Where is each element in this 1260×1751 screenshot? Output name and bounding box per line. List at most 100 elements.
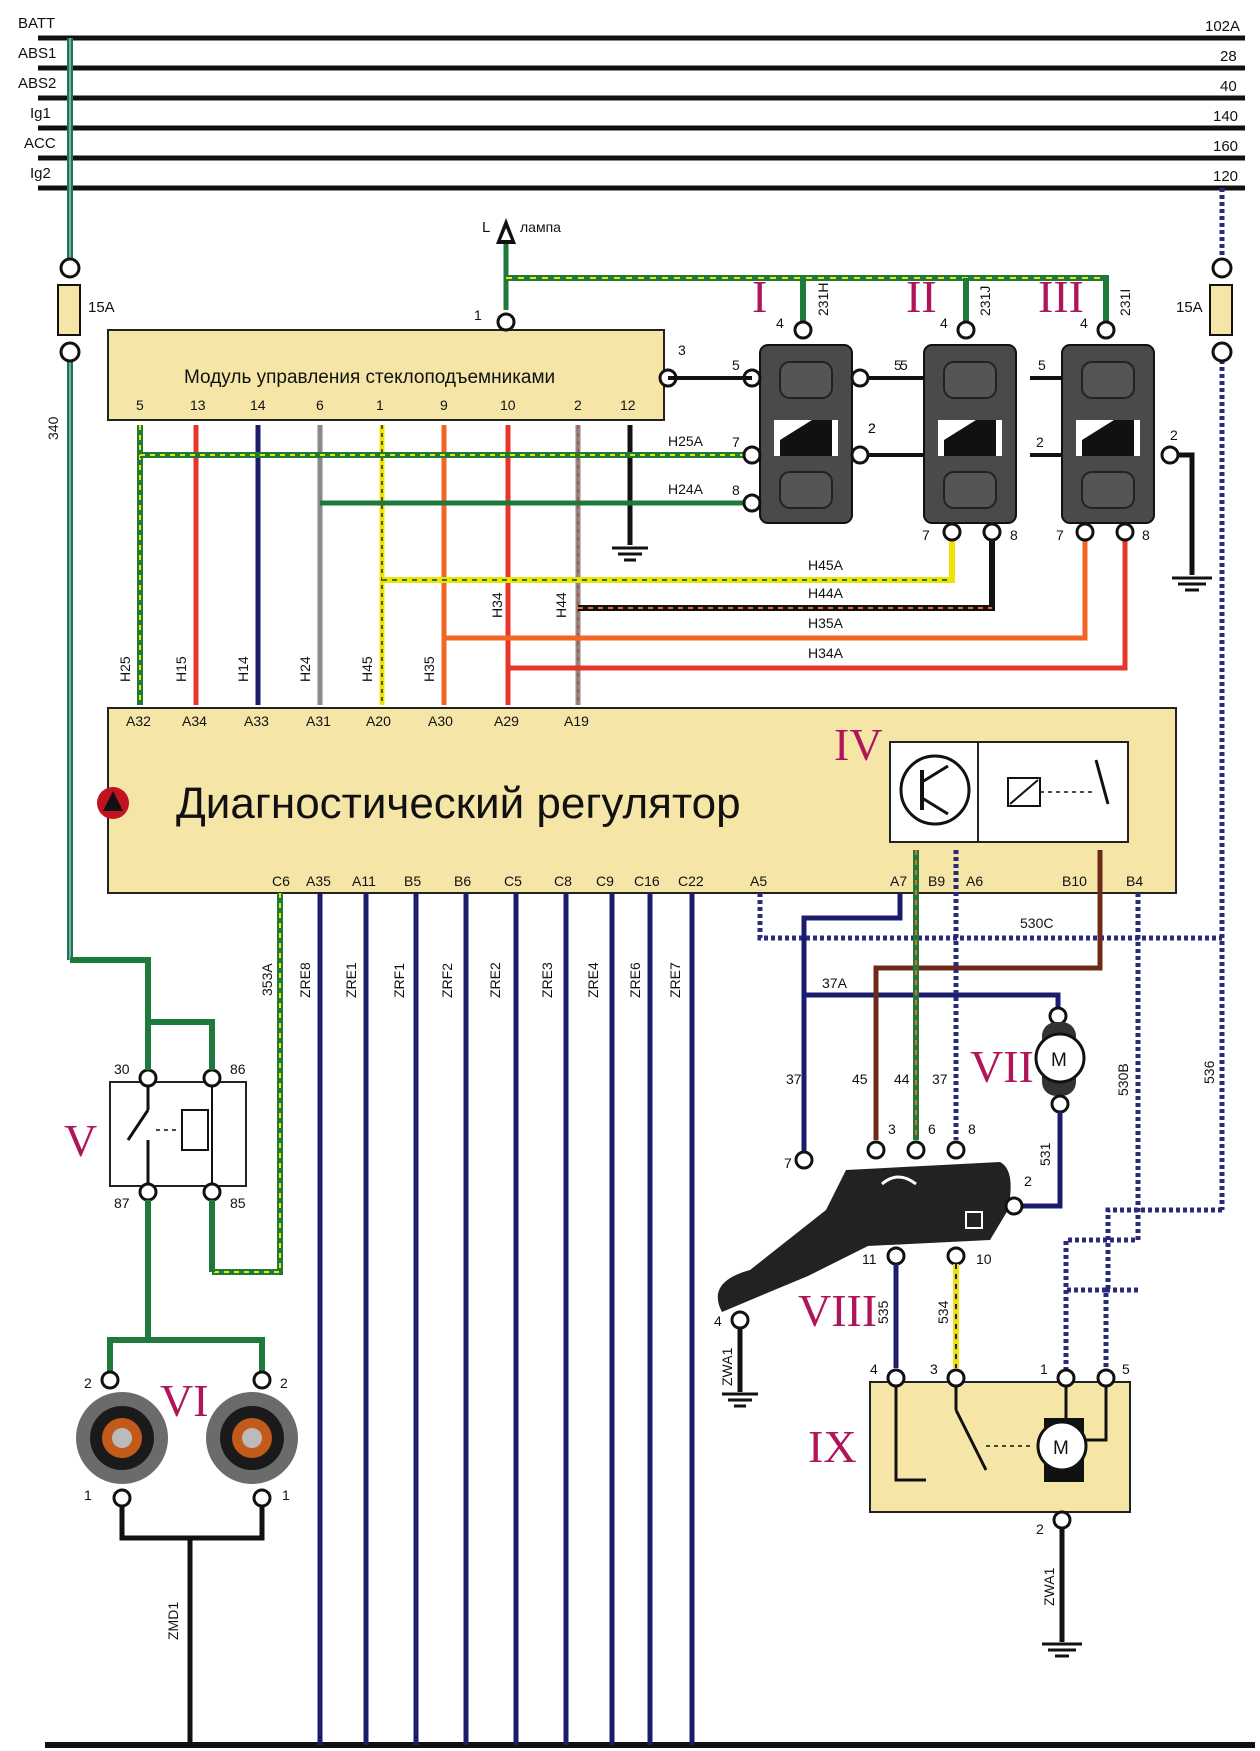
wire-label: H44A	[808, 585, 844, 601]
bus-abs1: ABS1 28	[18, 45, 1245, 71]
wire-label: 45	[852, 1071, 868, 1087]
wire-label: H45	[359, 656, 375, 682]
stalk-pin: 7	[784, 1155, 792, 1171]
regulator-pin: A30	[428, 713, 453, 729]
stalk-pin: 2	[1024, 1173, 1032, 1189]
relay-pin: 87	[114, 1195, 130, 1211]
horn-pin: 2	[280, 1375, 288, 1391]
switch-pin: 2	[1170, 427, 1178, 443]
motor-pin: 2	[1036, 1521, 1044, 1537]
lamp-indicator: L лампа	[482, 218, 1109, 322]
bus-value: 102A	[1205, 18, 1240, 35]
bus-value: 140	[1213, 108, 1238, 125]
bus-acc: ACC 160	[24, 135, 1245, 161]
relay-pin: 30	[114, 1061, 130, 1077]
module-pin: 14	[250, 397, 266, 413]
transistor-relay-icon	[889, 741, 1129, 843]
wire-label: ZMD1	[165, 1602, 181, 1640]
wiper-wiring: 530C 37A 37 45 44 37 530B 536	[757, 850, 1222, 1370]
bus-value: 160	[1213, 138, 1238, 155]
switch-roman: II	[906, 271, 937, 322]
bus-batt: BATT 102A	[18, 15, 1245, 41]
bus-label: Ig1	[30, 105, 51, 122]
horn-pin: 1	[84, 1487, 92, 1503]
window-module: Модуль управления стеклоподъемниками 1 3…	[107, 307, 686, 421]
fuse-rating: 15A	[1176, 299, 1203, 316]
bus-label: ABS2	[18, 75, 56, 92]
regulator-pin: B4	[1126, 873, 1143, 889]
module-regulator-wires: H25A H24A H45A H44A H35A H34A H25 H15 H1…	[117, 425, 1128, 705]
wire-label: 37	[932, 1071, 948, 1087]
diagnostic-regulator: Диагностический регулятор IV A32 A34 A33…	[97, 707, 1177, 894]
wire-label: ZRE6	[627, 962, 643, 998]
motor-roman: VII	[970, 1041, 1034, 1092]
module-pin: 12	[620, 397, 636, 413]
wire-label: 37	[786, 1071, 802, 1087]
switch-pin: 2	[868, 420, 876, 436]
fuse-left: 15A	[57, 257, 115, 363]
module-pin: 13	[190, 397, 206, 413]
switch-pin: 2	[868, 420, 876, 436]
bus-label: Ig2	[30, 165, 51, 182]
wire-label: ZRE4	[585, 962, 601, 998]
motor-pin: 4	[870, 1361, 878, 1377]
power-buses: BATT 102A ABS1 28 ABS2 40 Ig1 140 ACC 16…	[18, 15, 1245, 191]
switch-pin: 8	[1142, 527, 1150, 543]
switch-pin: 5	[732, 357, 740, 373]
wire-label: H34A	[808, 645, 844, 661]
switch-pin: 8	[1010, 527, 1018, 543]
regulator-pin: A35	[306, 873, 331, 889]
washer-icon	[965, 1211, 983, 1229]
regulator-pin: C5	[504, 873, 522, 889]
wire-353a: 353A	[212, 893, 283, 1275]
module-pin: 9	[440, 397, 448, 413]
bus-value: 28	[1220, 48, 1237, 65]
module-title: Модуль управления стеклоподъемниками	[184, 367, 555, 388]
module-pin: 1	[474, 307, 482, 323]
regulator-bottom-pins: C6 A35 A11 B5 B6 C5 C8 C9 C16 C22 A5 A7 …	[272, 873, 1143, 889]
horn-relay: V 30 86 87 85	[64, 1019, 247, 1340]
module-bottom-pins: 5 13 14 6 1 9 10 2 12	[136, 397, 636, 413]
wire-340: 340	[45, 38, 151, 1020]
wire-label: 536	[1201, 1060, 1217, 1084]
wire-label: ZRF1	[391, 963, 407, 998]
bus-label: ABS1	[18, 45, 56, 62]
switch-pin: 7	[922, 527, 930, 543]
switch-pin: 8	[732, 482, 740, 498]
wire-label: 531	[1037, 1142, 1053, 1166]
regulator-pin: A34	[182, 713, 207, 729]
switch-pin: 2	[1036, 434, 1044, 450]
switch-pin: 7	[1056, 527, 1064, 543]
wire-label: ZRE7	[667, 962, 683, 998]
horn-pin: 1	[282, 1487, 290, 1503]
stalk-pin: 4	[714, 1313, 722, 1329]
wire-label: ZRE8	[297, 962, 313, 998]
regulator-pin: C6	[272, 873, 290, 889]
regulator-pin: A20	[366, 713, 391, 729]
module-pin: 5	[136, 397, 144, 413]
switch-pin: 4	[940, 315, 948, 331]
module-pin: 6	[316, 397, 324, 413]
switch-pin: 5	[894, 357, 902, 373]
bus-ig1: Ig1 140	[30, 105, 1245, 131]
regulator-pin: B5	[404, 873, 421, 889]
wire-label: H35A	[808, 615, 844, 631]
bus-abs2: ABS2 40	[18, 75, 1245, 101]
wire-label: ZRE3	[539, 962, 555, 998]
wire-label: 535	[875, 1300, 891, 1324]
regulator-pin: B10	[1062, 873, 1087, 889]
stalk-roman: VIII	[798, 1285, 877, 1336]
regulator-pin: B6	[454, 873, 471, 889]
regulator-pin: A19	[564, 713, 589, 729]
regulator-pin: A29	[494, 713, 519, 729]
wire-label: 534	[935, 1300, 951, 1324]
wire-label: 231I	[1117, 289, 1133, 316]
motor-pin: 1	[1040, 1361, 1048, 1377]
switch-roman: I	[752, 271, 767, 322]
stalk-pin: 3	[888, 1121, 896, 1137]
module-pin: 3	[678, 342, 686, 358]
warning-icon	[97, 787, 129, 819]
switch-pin: 4	[1080, 315, 1088, 331]
wire-label: 231J	[977, 286, 993, 316]
wire-label: 340	[45, 416, 61, 440]
